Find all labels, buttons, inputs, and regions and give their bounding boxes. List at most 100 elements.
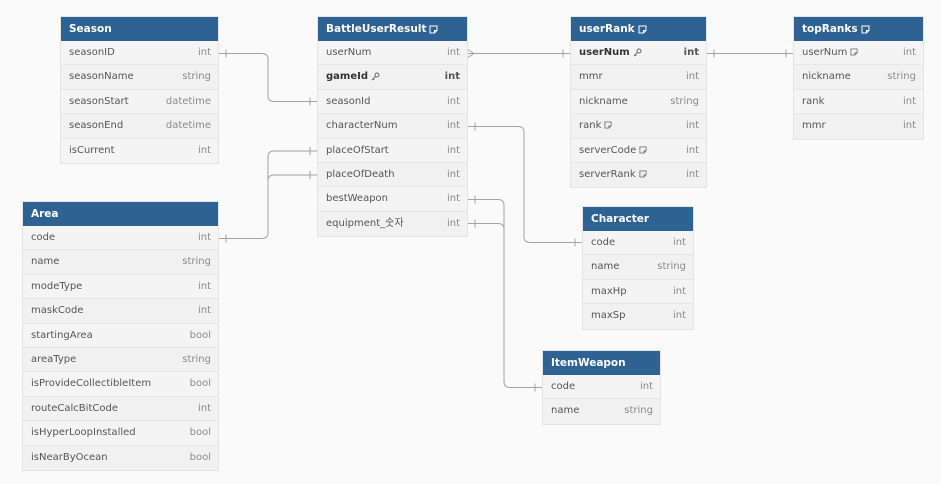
table-header[interactable]: Character xyxy=(583,207,693,231)
table-row[interactable]: isProvideCollectibleItem bool xyxy=(23,372,218,397)
table-row[interactable]: seasonName string xyxy=(61,65,218,90)
note-icon[interactable] xyxy=(638,25,647,34)
field-name: bestWeapon xyxy=(326,193,389,205)
table-header[interactable]: Season xyxy=(61,17,218,41)
table-row[interactable]: bestWeapon int xyxy=(318,187,467,212)
field-type: bool xyxy=(189,378,211,390)
field-name: serverCode xyxy=(579,144,637,156)
field-name: seasonEnd xyxy=(69,120,124,132)
table-row[interactable]: placeOfStart int xyxy=(318,138,467,163)
field-name: maskCode xyxy=(31,305,84,317)
table-row[interactable]: maskCode int xyxy=(23,299,218,324)
table-header[interactable]: BattleUserResult xyxy=(318,17,467,41)
field-name: name xyxy=(31,256,60,268)
table-row[interactable]: maxSp int xyxy=(583,304,693,328)
field-type: int xyxy=(197,280,211,292)
note-icon[interactable] xyxy=(429,25,438,34)
note-icon[interactable] xyxy=(604,121,612,129)
field-type: int xyxy=(902,47,916,58)
table-title: userRank xyxy=(579,23,635,35)
field-type: int xyxy=(446,193,460,205)
table-header[interactable]: ItemWeapon xyxy=(543,351,660,375)
table-row[interactable]: rank int xyxy=(571,114,706,139)
field-name: maxSp xyxy=(591,310,626,322)
table-row[interactable]: seasonID int xyxy=(61,41,218,66)
field-type: int xyxy=(672,285,686,297)
note-icon[interactable] xyxy=(861,25,870,34)
field-type: int xyxy=(197,232,211,243)
field-name: startingArea xyxy=(31,329,93,341)
field-name: name xyxy=(551,405,580,417)
field-name: areaType xyxy=(31,353,77,365)
field-name: seasonID xyxy=(69,47,115,58)
field-name: userNum xyxy=(802,47,848,58)
note-icon[interactable] xyxy=(639,146,647,154)
field-type: int xyxy=(446,47,460,58)
connector-equipment-itemweapon xyxy=(467,223,505,230)
field-name: mmr xyxy=(579,71,603,83)
field-type: string xyxy=(182,71,211,83)
field-name: placeOfDeath xyxy=(326,168,395,180)
table-row[interactable]: userNum int xyxy=(794,41,923,66)
field-name: characterNum xyxy=(326,120,398,132)
table-row[interactable]: mmr int xyxy=(571,65,706,90)
field-type: int xyxy=(197,305,211,317)
field-name: isProvideCollectibleItem xyxy=(31,378,152,390)
field-type: datetime xyxy=(165,95,211,107)
field-name: isNearByOcean xyxy=(31,451,108,463)
field-name: seasonName xyxy=(69,71,134,83)
table-header[interactable]: userRank xyxy=(571,17,706,41)
table-header[interactable]: Area xyxy=(23,202,218,226)
field-type: int xyxy=(685,120,699,132)
table-season[interactable]: Season seasonID int seasonName string seas… xyxy=(61,17,218,163)
field-name: placeOfStart xyxy=(326,144,389,156)
field-type: int xyxy=(446,144,460,156)
field-type: int xyxy=(685,71,699,83)
note-icon[interactable] xyxy=(639,170,647,178)
field-name: rank xyxy=(579,120,602,132)
field-name: seasonId xyxy=(326,95,371,107)
table-header[interactable]: topRanks xyxy=(794,17,923,41)
key-icon xyxy=(633,48,642,57)
field-type: int xyxy=(197,47,211,58)
field-type: int xyxy=(639,381,653,392)
note-icon[interactable] xyxy=(850,48,858,56)
field-type: int xyxy=(672,310,686,322)
connector-battle-character xyxy=(467,126,583,243)
